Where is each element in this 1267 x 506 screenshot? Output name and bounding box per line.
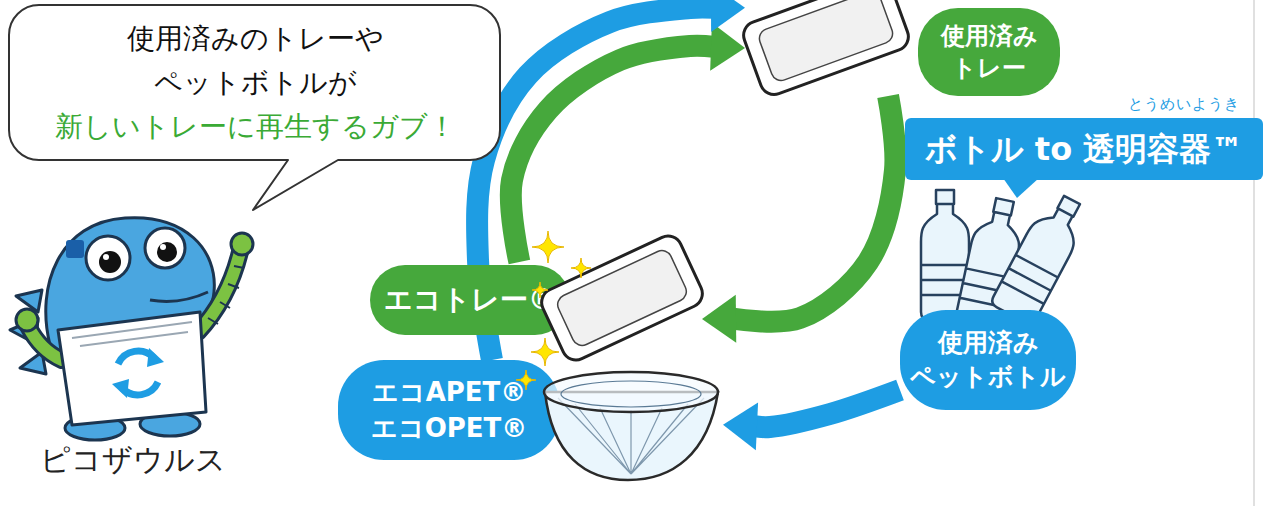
node-text: エコトレー® (384, 282, 556, 318)
mascot-name: ピコザウルス (40, 440, 226, 481)
text-box: ボトル to 透明容器™ (905, 118, 1263, 180)
arrow-head (723, 402, 758, 450)
node-text: 使用済み ペットボトル (908, 326, 1068, 394)
mascot-eye-highlight (103, 254, 109, 260)
pill-shape (918, 8, 1060, 96)
mascot-arm (198, 252, 240, 332)
tray-well (554, 247, 689, 348)
arrow-shaft (754, 390, 900, 427)
text-box: 使用済み トレー (918, 8, 1060, 96)
pill-shape (900, 310, 1076, 410)
speech-bubble: 使用済みのトレーや ペットボトルが新しいトレーに再生するガブ！ (8, 4, 502, 216)
arrow-head (702, 295, 736, 343)
used-pet-bottle-label-shape (900, 310, 1076, 410)
mascot-eye (86, 236, 130, 280)
banner-tail (1003, 178, 1039, 198)
bowl-rim (544, 372, 718, 412)
recycle-arrowhead (147, 348, 164, 367)
tray-rim (740, 0, 913, 98)
node-text: ボトル to 透明容器™ (925, 129, 1244, 169)
mascot-logo (66, 240, 84, 258)
mascot-box-body (58, 312, 206, 425)
mascot-arm-outline (198, 252, 240, 332)
arrow-shaft (733, 96, 896, 322)
sparkle (571, 258, 591, 278)
mascot-hand (16, 309, 38, 331)
node-text: 使用済み トレー (924, 20, 1054, 84)
eco-tray-label: エコトレー® (370, 262, 702, 338)
sparkle (532, 231, 564, 263)
arrow-head (710, 23, 745, 71)
mascot-eye (145, 228, 185, 268)
bowl-ribs (558, 398, 704, 474)
mascot-mouth (150, 292, 208, 301)
page-edge (1253, 0, 1255, 506)
pill-shape (338, 360, 560, 460)
eco-bowl-illustration (544, 372, 718, 480)
mascot (10, 218, 253, 440)
mascot-arm-stripes (208, 266, 244, 324)
flow-arrow (723, 390, 900, 450)
mascot-hand (231, 233, 253, 255)
mascot-eye-highlight (160, 244, 166, 250)
arrow-shaft (511, 46, 715, 262)
mascot-pupil (99, 251, 121, 273)
text-box: 使用済み ペットボトル (900, 310, 1076, 410)
text-box: エコAPET® エコOPET® (338, 360, 560, 460)
bowl-body (545, 392, 718, 480)
pet-bottle (990, 189, 1093, 326)
recycle-arrowhead (112, 379, 129, 398)
node-text: 新しいトレーに再生するガブ！ (55, 105, 456, 149)
mascot-pupil (157, 242, 177, 262)
used-pet-bottle-label: 使用済み ペットボトル (900, 310, 1076, 410)
node-text: エコAPET® エコOPET® (347, 374, 552, 446)
bowl-inner-rim (561, 381, 701, 407)
pill-shape (370, 265, 570, 335)
node-text: 使用済みのトレーや ペットボトルが (90, 17, 420, 105)
tray-well (757, 0, 896, 83)
flow-arrow (702, 96, 895, 343)
bubble-outline (9, 5, 500, 210)
used-tray-illustration (740, 0, 913, 98)
sparkle (531, 338, 559, 366)
used-tray-label: 使用済み トレー (745, 0, 1063, 96)
bottle-to-container-banner: ボトル to 透明容器™ (905, 118, 1263, 180)
ruby-reading: とうめいようき (1128, 95, 1240, 114)
eco-apet-label: エコAPET® エコOPET® (338, 360, 723, 480)
text-box: エコトレー® (370, 265, 570, 335)
arrow-head (711, 0, 745, 32)
banner-body (905, 118, 1263, 180)
mascot-box-trays (72, 322, 192, 346)
text-box: 使用済みのトレーや ペットボトルが新しいトレーに再生するガブ！ (8, 4, 502, 162)
